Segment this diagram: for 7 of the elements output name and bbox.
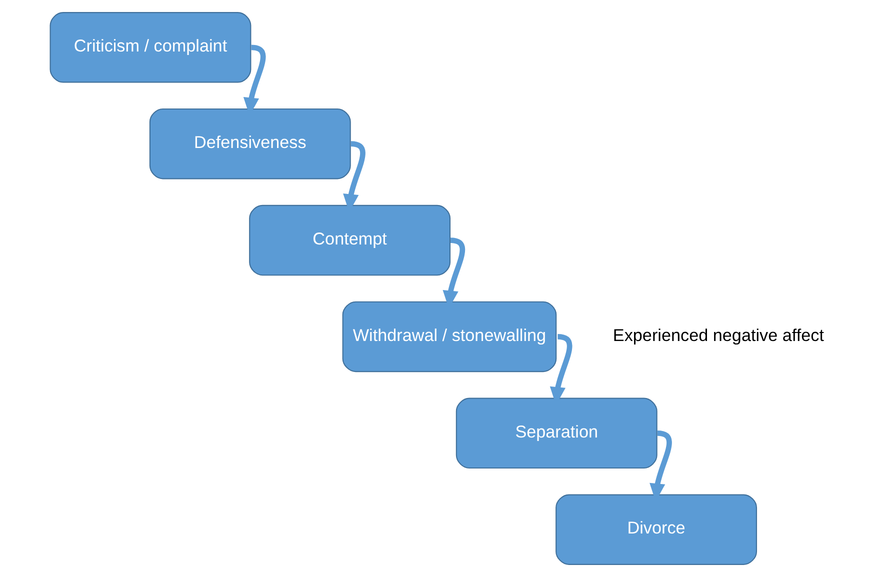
node-box: Defensiveness bbox=[148, 108, 350, 180]
node-box: Contempt bbox=[248, 204, 450, 276]
label: Experienced negative affect bbox=[612, 324, 824, 345]
node-box: Withdrawal / stonewalling bbox=[342, 301, 556, 372]
node-box: Criticism / complaint bbox=[49, 12, 251, 83]
node-box: Divorce bbox=[555, 494, 757, 565]
node-box: Separation bbox=[455, 398, 657, 469]
